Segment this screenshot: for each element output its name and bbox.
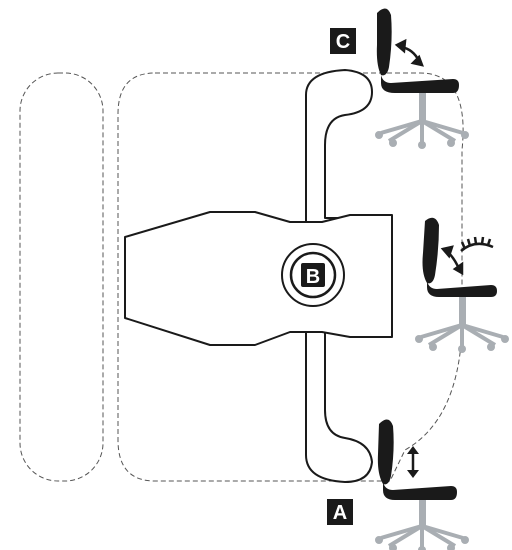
label-c-text: C — [336, 31, 350, 53]
label-c: C — [330, 28, 356, 54]
double-arrow-icon — [440, 245, 464, 276]
ratchet-icon — [460, 236, 494, 252]
label-a: A — [327, 499, 353, 525]
left-dashed-outline — [19, 72, 104, 482]
right-dashed-outline — [117, 72, 464, 482]
seat-outline — [124, 211, 393, 346]
chair-height-icon — [375, 419, 469, 550]
double-arrow-icon — [394, 38, 424, 67]
label-b: B — [281, 243, 345, 307]
double-arrow-icon — [407, 446, 419, 478]
label-b-text: B — [306, 266, 320, 288]
chair-recline-icon — [415, 217, 509, 353]
label-a-text: A — [333, 502, 347, 524]
chair-tilt-icon — [375, 8, 469, 149]
